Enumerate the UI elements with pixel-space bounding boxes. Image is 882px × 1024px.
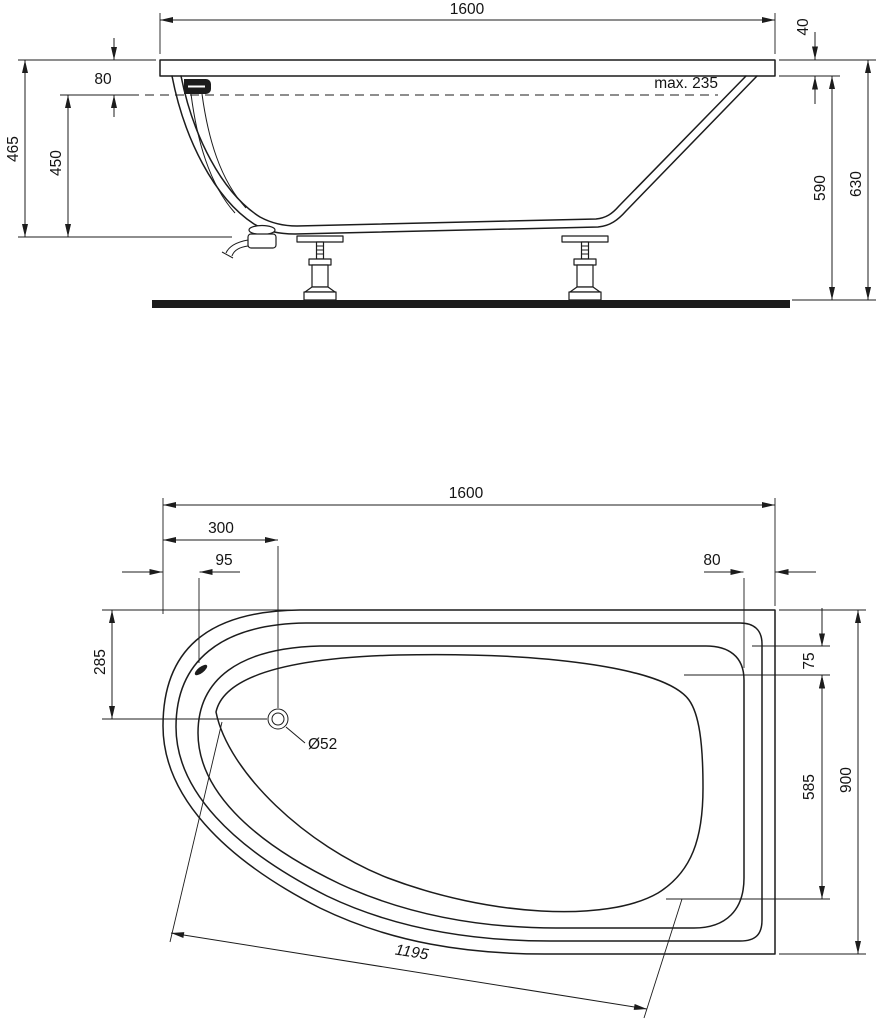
side-extension-lines	[18, 13, 876, 301]
dim-underside-590: 590	[812, 76, 835, 300]
dim-diagonal-1195: 1195	[170, 932, 648, 1010]
dim-label-1600-side: 1600	[450, 1, 485, 18]
dim-label-900: 900	[838, 767, 855, 793]
dim-label-1600-plan: 1600	[449, 485, 484, 502]
overflow-hole	[194, 664, 208, 676]
drain-leader-line	[285, 726, 306, 744]
tub-rim	[159, 59, 776, 77]
drain-flange	[248, 224, 276, 236]
dim-label-450: 450	[48, 150, 65, 176]
dim-label-d52: Ø52	[308, 736, 337, 753]
max-fill-label: max. 235	[654, 75, 718, 92]
dim-label-80-side: 80	[94, 71, 112, 88]
dim-drain-diameter: Ø52	[285, 726, 337, 753]
drain-trap	[221, 224, 277, 259]
dim-drain-285: 285	[92, 610, 115, 719]
dim-label-1195: 1195	[394, 942, 430, 964]
dim-label-590: 590	[812, 175, 829, 201]
plan-basin-edge	[197, 645, 745, 929]
waste-pipe	[190, 93, 247, 214]
dim-total-height-630: 630	[848, 60, 871, 300]
dim-top-inset-75: 75	[801, 608, 825, 713]
plan-rim-edge	[175, 622, 763, 942]
dim-tub-depth-465: 465	[5, 60, 29, 237]
bathtub-plan-outline	[162, 609, 776, 955]
dim-right-inset-80: 80	[703, 552, 816, 575]
dim-overflow-95: 95	[122, 552, 240, 575]
plan-outer-edge	[162, 609, 776, 955]
dim-label-585: 585	[801, 774, 818, 800]
dim-label-285: 285	[92, 649, 109, 675]
dim-label-80-plan: 80	[703, 552, 721, 569]
floor-line	[152, 300, 790, 308]
dim-inner-depth-450: 450	[48, 95, 71, 237]
dim-length-plan: 1600	[163, 485, 775, 508]
adjustable-foot-right	[561, 235, 609, 301]
dim-drain-300: 300	[163, 520, 278, 543]
tub-wall-inner	[180, 75, 747, 227]
dim-label-630: 630	[848, 171, 865, 197]
dim-label-300: 300	[208, 520, 234, 537]
dim-label-75: 75	[801, 652, 818, 669]
plan-view: 1600 300 95 80 285 75 585	[92, 485, 866, 1019]
dim-label-40: 40	[795, 18, 812, 36]
adjustable-foot-left	[296, 235, 344, 301]
drain-hole	[267, 708, 289, 730]
dim-label-95: 95	[215, 552, 232, 569]
filler-fitting	[184, 79, 247, 214]
dim-label-465: 465	[5, 136, 22, 162]
dim-width-900: 900	[838, 610, 861, 954]
side-view: max. 235 1600 40 80 450 465 590	[5, 1, 876, 308]
dim-length-side: 1600	[160, 1, 775, 23]
water-level: max. 235	[130, 75, 718, 96]
dim-rim-40: 40	[795, 18, 818, 104]
dim-rim-to-water-80: 80	[94, 38, 117, 117]
plan-basin-floor	[215, 653, 704, 913]
dim-inner-width-585: 585	[801, 675, 825, 899]
